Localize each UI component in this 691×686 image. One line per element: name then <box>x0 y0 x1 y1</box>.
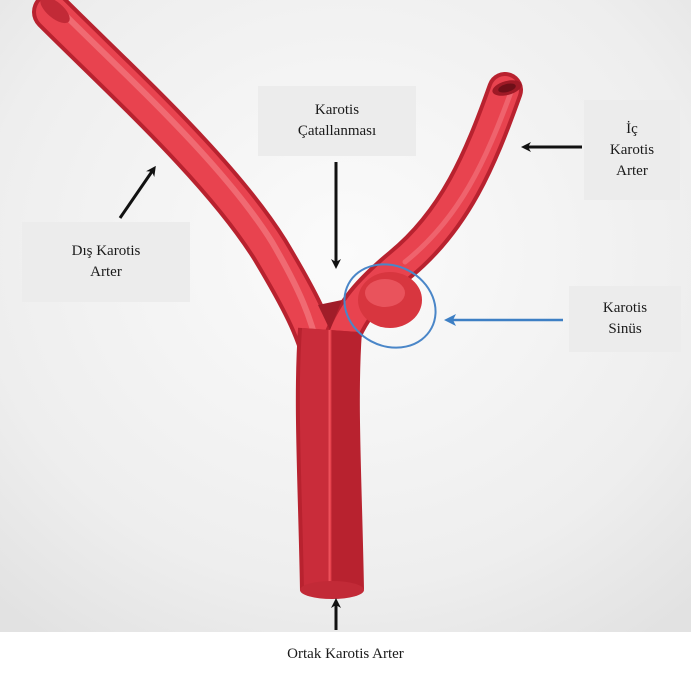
label-karotis-catallanmasi: Karotis Çatallanması <box>258 86 416 156</box>
label-dis-karotis-line2: Arter <box>90 262 122 283</box>
label-karotis-sinus: Karotis Sinüs <box>569 286 681 352</box>
label-ic-karotis-line2: Karotis <box>610 140 654 161</box>
label-dis-karotis-line1: Dış Karotis <box>72 241 141 262</box>
common-carotid-trunk <box>300 330 364 599</box>
label-ic-karotis-line3: Arter <box>616 161 648 182</box>
label-sinus-line1: Karotis <box>603 298 647 319</box>
label-sinus-line2: Sinüs <box>608 319 641 340</box>
label-ic-karotis-arter: İç Karotis Arter <box>584 100 680 200</box>
label-ortak-karotis-arter: Ortak Karotis Arter <box>0 646 691 663</box>
label-catallanma-line2: Çatallanması <box>298 121 376 142</box>
label-catallanma-line1: Karotis <box>315 100 359 121</box>
label-ic-karotis-line1: İç <box>626 119 638 140</box>
label-dis-karotis-arter: Dış Karotis Arter <box>22 222 190 302</box>
